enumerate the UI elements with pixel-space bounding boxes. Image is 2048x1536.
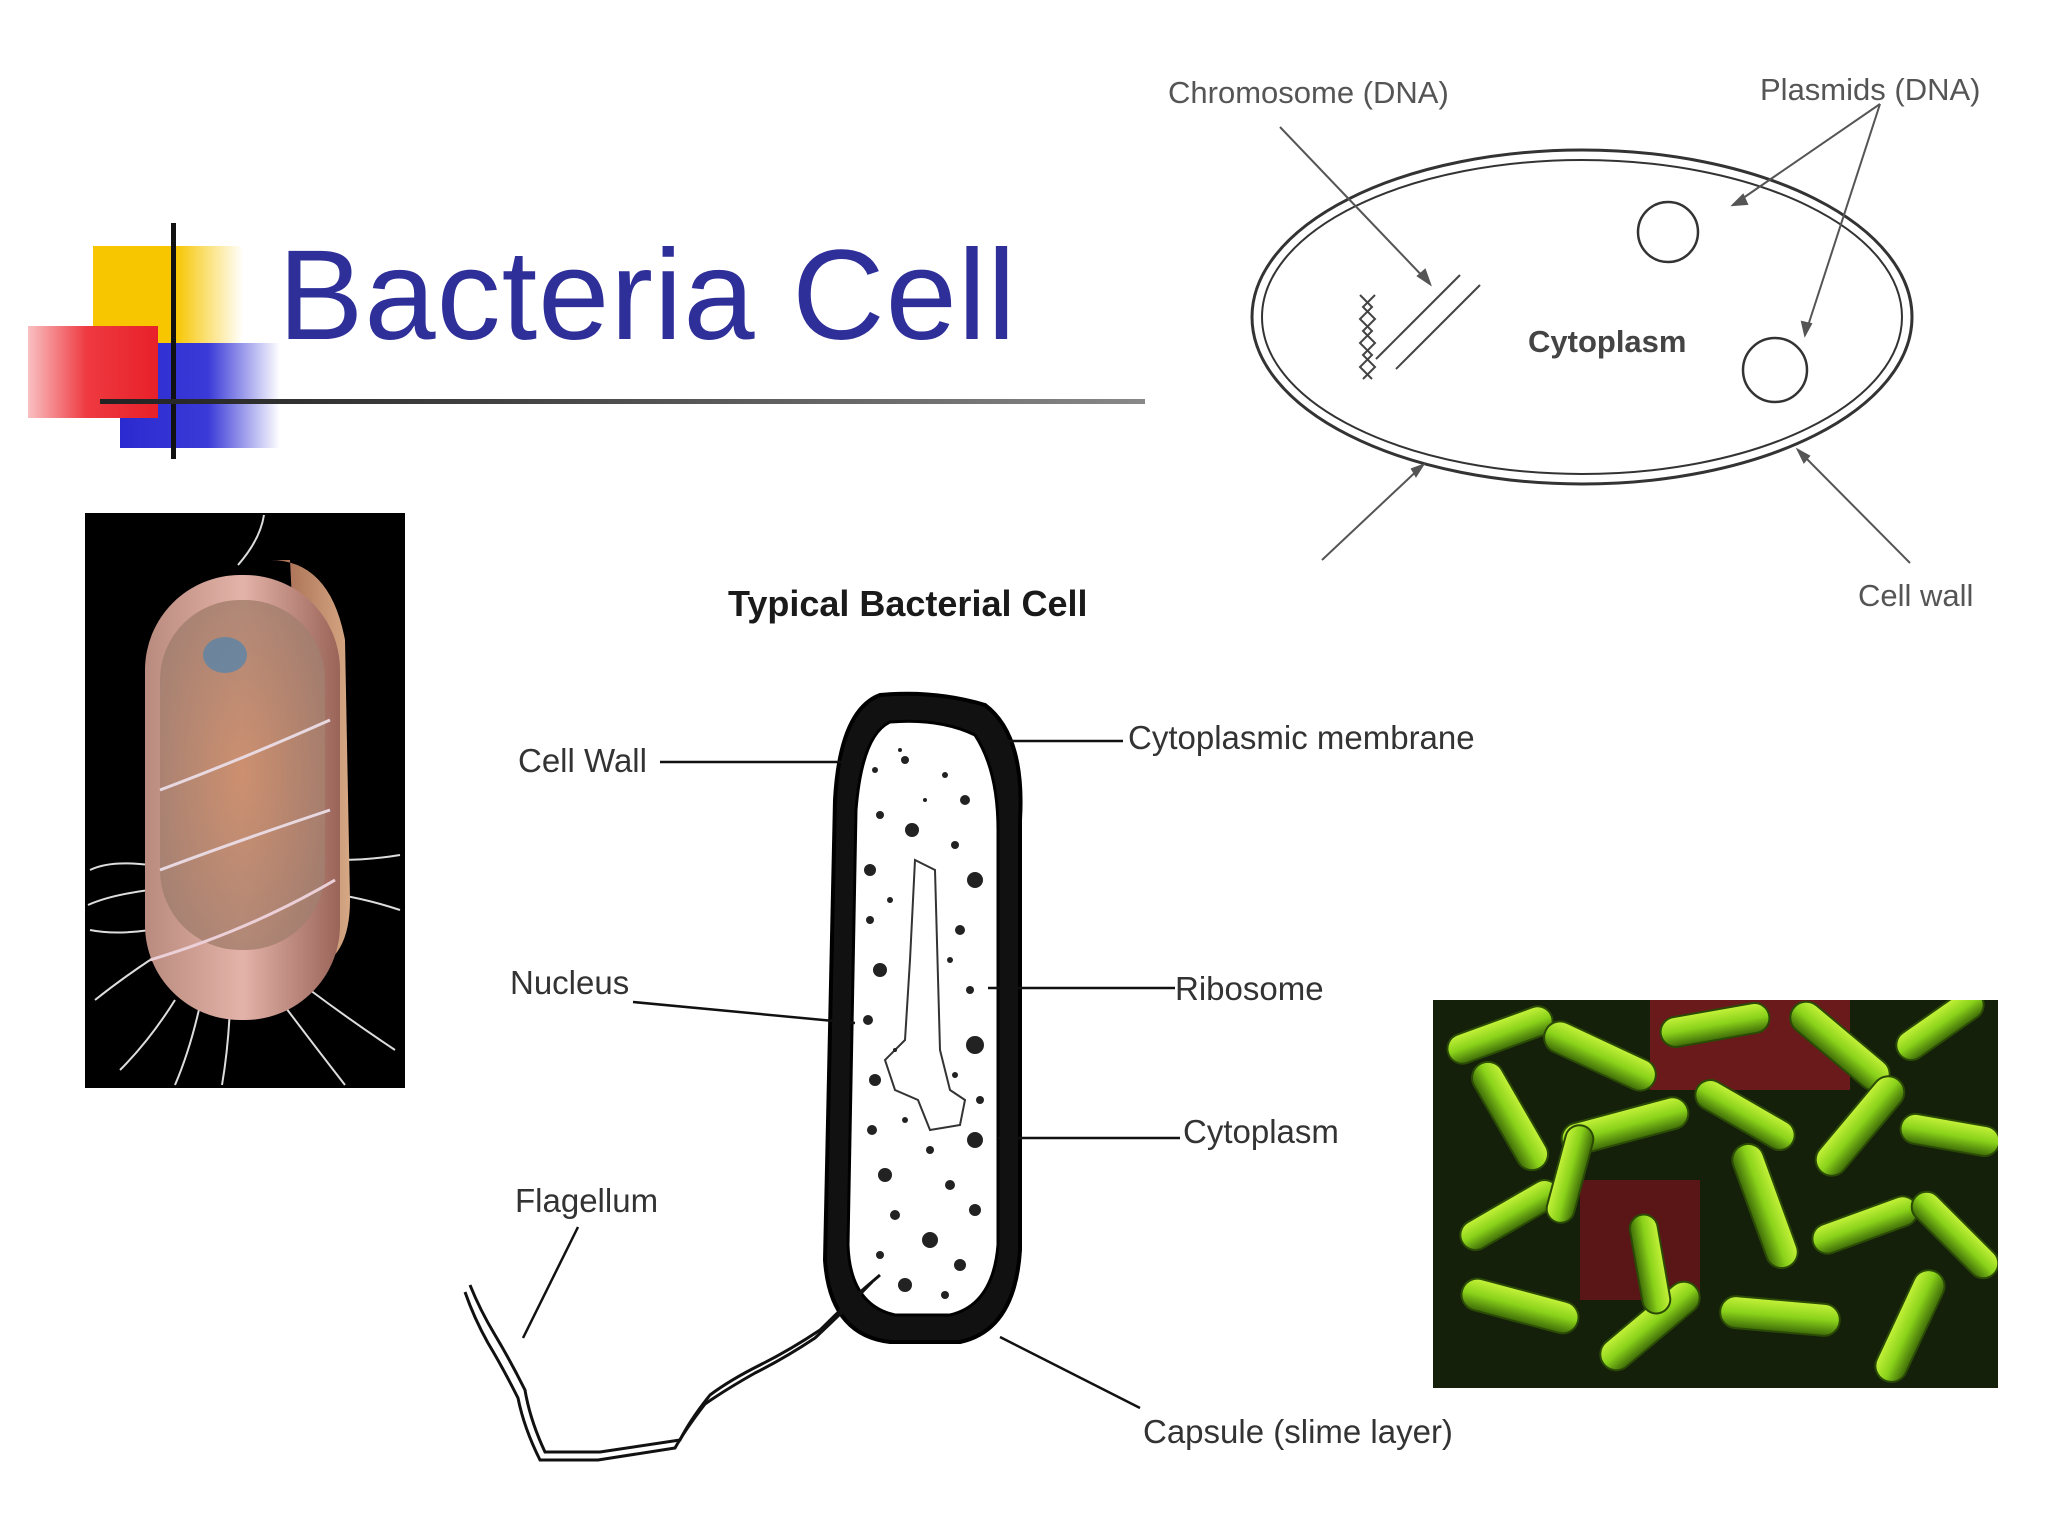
- accent-vertical-line: [171, 223, 176, 459]
- flagellum-label: Flagellum: [515, 1182, 659, 1219]
- cytoplasmic-membrane-label: Cytoplasmic membrane: [1128, 719, 1475, 756]
- accent-red-square: [28, 326, 158, 418]
- capsule-label: Capsule (slime layer): [1143, 1413, 1453, 1450]
- typical-cell-heading: Typical Bacterial Cell: [728, 583, 1088, 624]
- plasmids-label: Plasmids (DNA): [1760, 72, 1981, 107]
- title-underline: [100, 399, 1145, 404]
- nucleus-label: Nucleus: [510, 964, 630, 1001]
- slide-title: Bacteria Cell: [278, 224, 1017, 367]
- chromosome-label: Chromosome (DNA): [1168, 75, 1449, 110]
- cytoplasm-label-top: Cytoplasm: [1528, 324, 1687, 359]
- cytoplasm-label: Cytoplasm: [1183, 1113, 1339, 1150]
- cell-wall-label: Cell Wall: [518, 742, 647, 779]
- cell-wall-label-top: Cell wall: [1858, 578, 1974, 613]
- ribosome-label: Ribosome: [1175, 970, 1324, 1007]
